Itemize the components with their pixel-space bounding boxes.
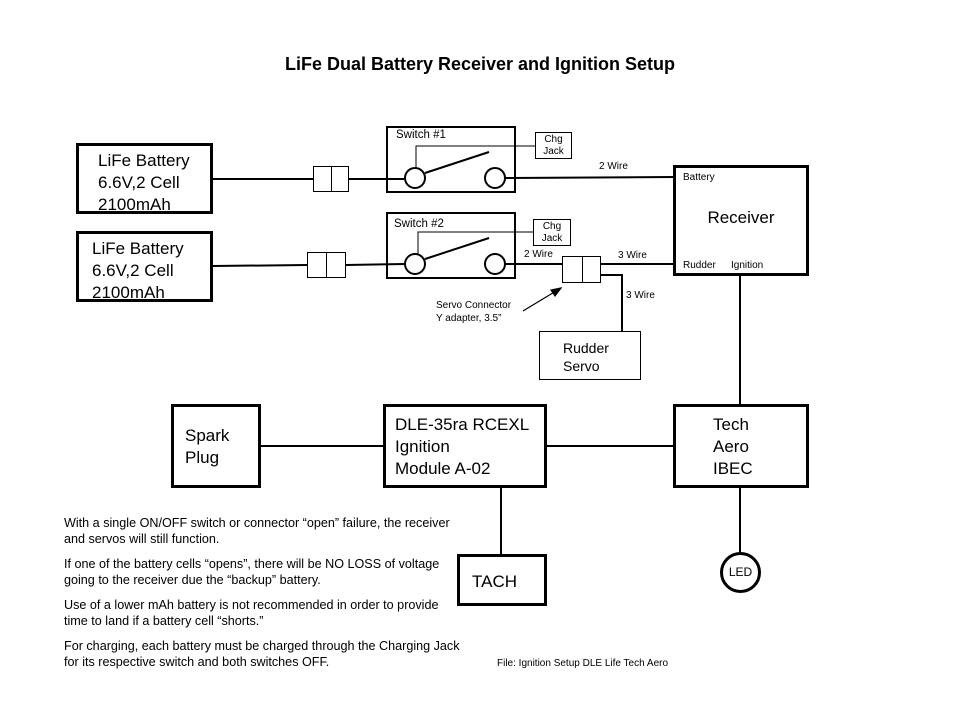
led-label: LED [728, 565, 753, 579]
battery-1-line-1: LiFe Battery [98, 151, 190, 170]
charge-jack-2: Chg Jack [533, 219, 571, 246]
note-3: Use of a lower mAh battery is not recomm… [64, 598, 439, 628]
receiver-title: Receiver [707, 208, 775, 227]
battery-1-line-2: 6.6V,2 Cell [98, 173, 180, 192]
switch1-terminal-in [404, 167, 426, 189]
spark-plug: Spark Plug [171, 404, 261, 488]
file-label: File: Ignition Setup DLE Life Tech Aero [497, 658, 669, 669]
notes: With a single ON/OFF switch or connector… [64, 515, 464, 679]
y-adapter-arrow [522, 290, 557, 312]
switch-1: Switch #1 [386, 126, 516, 193]
ignition-module-line-3: Module A-02 [395, 459, 491, 478]
switch1-jack-lead [415, 145, 535, 168]
battery-1: LiFe Battery 6.6V,2 Cell 2100mAh [76, 143, 213, 214]
charge-jack-1: Chg Jack [535, 132, 572, 159]
receiver-port-battery: Battery [683, 172, 715, 183]
receiver: Battery Receiver Rudder Ignition [673, 165, 809, 276]
switch2-lever [424, 237, 490, 260]
connector-2 [307, 252, 346, 278]
spark-plug-line-1: Spark [185, 426, 230, 445]
y-adapter-divider [582, 257, 583, 282]
tach-label: TACH [472, 572, 518, 591]
ignition-module-line-2: Ignition [395, 437, 450, 456]
battery-2-line-1: LiFe Battery [92, 239, 184, 258]
led: LED [720, 552, 761, 593]
rudder-servo-line-2: Servo [563, 358, 600, 374]
switch-2: Switch #2 [386, 212, 516, 279]
connector-2-divider [326, 253, 327, 277]
wire-connector2-switch2 [345, 263, 406, 266]
wire-switch1-receiver [504, 176, 676, 179]
wire-y-servo [600, 274, 623, 331]
y-adapter-note-line-2: Y adapter, 3.5” [436, 313, 502, 324]
battery-2-line-3: 2100mAh [92, 283, 165, 302]
switch-1-label: Switch #1 [396, 129, 446, 141]
connector-1 [313, 166, 349, 192]
rudder-servo-line-1: Rudder [563, 340, 609, 356]
charge-jack-1-line-2: Jack [543, 146, 564, 157]
charge-jack-2-line-1: Chg [542, 221, 562, 232]
rudder-servo: Rudder Servo [539, 331, 641, 380]
y-adapter-note-line-1: Servo Connector [436, 300, 512, 311]
battery-2: LiFe Battery 6.6V,2 Cell 2100mAh [76, 231, 213, 302]
ibec-line-2: Aero [713, 437, 749, 456]
receiver-port-ignition: Ignition [731, 260, 764, 271]
switch2-jack-lead [417, 231, 533, 254]
battery-1-line-3: 2100mAh [98, 195, 171, 214]
switch1-lever [424, 151, 490, 174]
y-adapter-note: Servo Connector Y adapter, 3.5” [436, 299, 511, 325]
tach: TACH [457, 554, 547, 606]
ibec-line-3: IBEC [713, 459, 753, 478]
arrow-head-icon [550, 287, 563, 298]
battery-2-line-2: 6.6V,2 Cell [92, 261, 174, 280]
switch1-terminal-out [484, 167, 506, 189]
wire-label-y-servo: 3 Wire [626, 290, 655, 301]
ignition-module: DLE-35ra RCEXL Ignition Module A-02 [383, 404, 547, 488]
connector-1-divider [331, 167, 332, 191]
switch2-terminal-in [404, 253, 426, 275]
tech-aero-ibec: Tech Aero IBEC [673, 404, 809, 488]
note-1: With a single ON/OFF switch or connector… [64, 516, 450, 546]
y-adapter [562, 256, 601, 283]
switch2-terminal-out [484, 253, 506, 275]
receiver-port-rudder: Rudder [683, 260, 716, 271]
note-4: For charging, each battery must be charg… [64, 639, 460, 669]
switch-2-label: Switch #2 [394, 218, 444, 230]
diagram-title: LiFe Dual Battery Receiver and Ignition … [284, 54, 676, 74]
charge-jack-2-line-2: Jack [541, 233, 563, 244]
wire-label-sw2-y: 2 Wire [524, 249, 553, 260]
note-2: If one of the battery cells “opens”, the… [64, 557, 440, 587]
wire-battery2-connector [212, 264, 308, 267]
wire-label-sw1-receiver: 2 Wire [599, 161, 628, 172]
wire-label-y-receiver: 3 Wire [618, 250, 647, 261]
spark-plug-line-2: Plug [185, 448, 220, 467]
charge-jack-1-line-1: Chg [544, 134, 563, 145]
ibec-line-1: Tech [713, 415, 749, 434]
ignition-module-line-1: DLE-35ra RCEXL [395, 415, 530, 434]
